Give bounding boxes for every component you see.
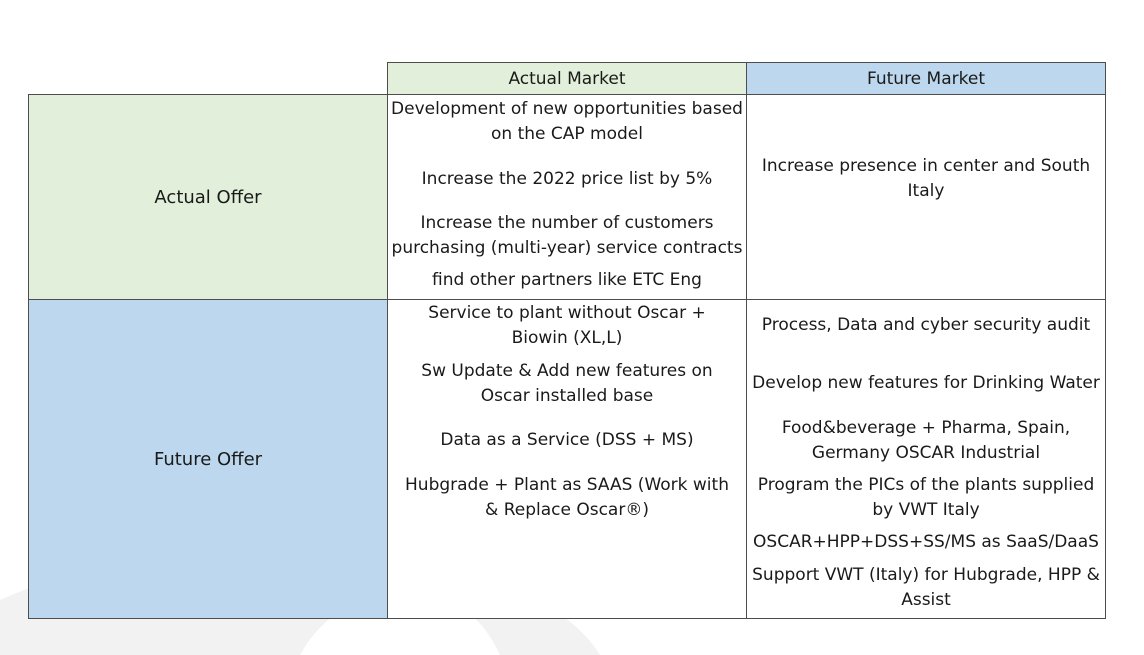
row-header-actual-offer: Actual Offer: [28, 94, 388, 300]
list-item: Increase presence in center and South It…: [761, 156, 1091, 201]
list-item: Data as a Service (DSS + MS): [440, 430, 694, 450]
row-header-future-offer: Future Offer: [28, 299, 388, 619]
list-item: Development of new opportunities based o…: [391, 99, 743, 144]
column-header-future-market: Future Market: [746, 62, 1106, 95]
list-item: Service to plant without Oscar + Biowin …: [428, 303, 706, 348]
list-item: Increase the 2022 price list by 5%: [421, 169, 713, 189]
cell-actual-offer-future-market: Increase presence in center and South It…: [746, 94, 1106, 300]
column-header-label: Future Market: [867, 68, 985, 89]
list-item: Develop new features for Drinking Water: [752, 373, 1100, 393]
cell-future-offer-future-market: Process, Data and cyber security audit D…: [746, 299, 1106, 619]
column-header-label: Actual Market: [508, 68, 626, 89]
cell-future-offer-actual-market: Service to plant without Oscar + Biowin …: [387, 299, 747, 619]
list-item: Sw Update & Add new features on Oscar in…: [421, 361, 713, 406]
list-item: find other partners like ETC Eng: [432, 270, 702, 290]
list-item: Increase the number of customers purchas…: [391, 213, 743, 258]
row-header-label: Future Offer: [153, 448, 263, 470]
list-item: Food&beverage + Pharma, Spain, Germany O…: [781, 418, 1071, 463]
list-item: Process, Data and cyber security audit: [761, 315, 1091, 335]
cell-actual-offer-actual-market: Development of new opportunities based o…: [387, 94, 747, 300]
list-item: OSCAR+HPP+DSS+SS/MS as SaaS/DaaS: [753, 532, 1099, 552]
list-item: Hubgrade + Plant as SAAS (Work with & Re…: [405, 475, 729, 520]
list-item: Support VWT (Italy) for Hubgrade, HPP & …: [752, 565, 1100, 610]
row-header-label: Actual Offer: [154, 186, 262, 208]
list-item: Program the PICs of the plants supplied …: [757, 475, 1095, 520]
column-header-actual-market: Actual Market: [387, 62, 747, 95]
